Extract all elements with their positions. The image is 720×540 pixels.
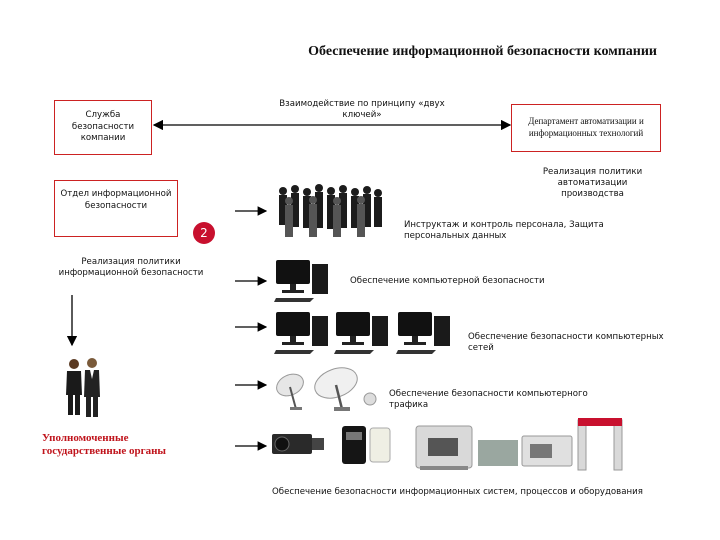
officials-icon (66, 358, 100, 417)
computer-icon (274, 260, 328, 302)
diagram-title: Обеспечение информационной безопасности … (308, 44, 657, 59)
it-department-label: Департамент автоматизации и информационн… (528, 116, 644, 138)
item-2-label: Обеспечение компьютерной безопасности (350, 276, 545, 286)
staff-group-icon (279, 184, 382, 237)
infosec-department-label: Отдел информационной безопасности (60, 189, 172, 211)
item-1-label: Инструктаж и контроль персонала, Защита … (404, 220, 604, 241)
authorized-bodies-label: Уполномоченные государственные органы (42, 432, 166, 457)
item-3-label: Обеспечение безопасности компьютерных се… (468, 332, 664, 353)
two-keys-label: Взаимодействие по принципу «двух ключей» (279, 99, 445, 120)
it-department-box: Департамент автоматизации и информационн… (511, 104, 661, 152)
infosec-policy-label: Реализация политики информационной безоп… (58, 257, 204, 278)
item-4-label: Обеспечение безопасности компьютерного т… (389, 389, 588, 410)
security-equipment-icon (272, 418, 623, 471)
automation-policy-label: Реализация политики автоматизации произв… (542, 167, 643, 199)
step-badge: 2 (193, 222, 215, 244)
security-service-box: Служба безопасности компании (54, 100, 152, 155)
computer-network-icon (274, 312, 450, 354)
security-service-label: Служба безопасности компании (71, 110, 135, 143)
item-5-label: Обеспечение безопасности информационных … (272, 487, 643, 497)
satellite-dish-icon (276, 367, 377, 411)
infosec-department-box: Отдел информационной безопасности (54, 180, 178, 237)
